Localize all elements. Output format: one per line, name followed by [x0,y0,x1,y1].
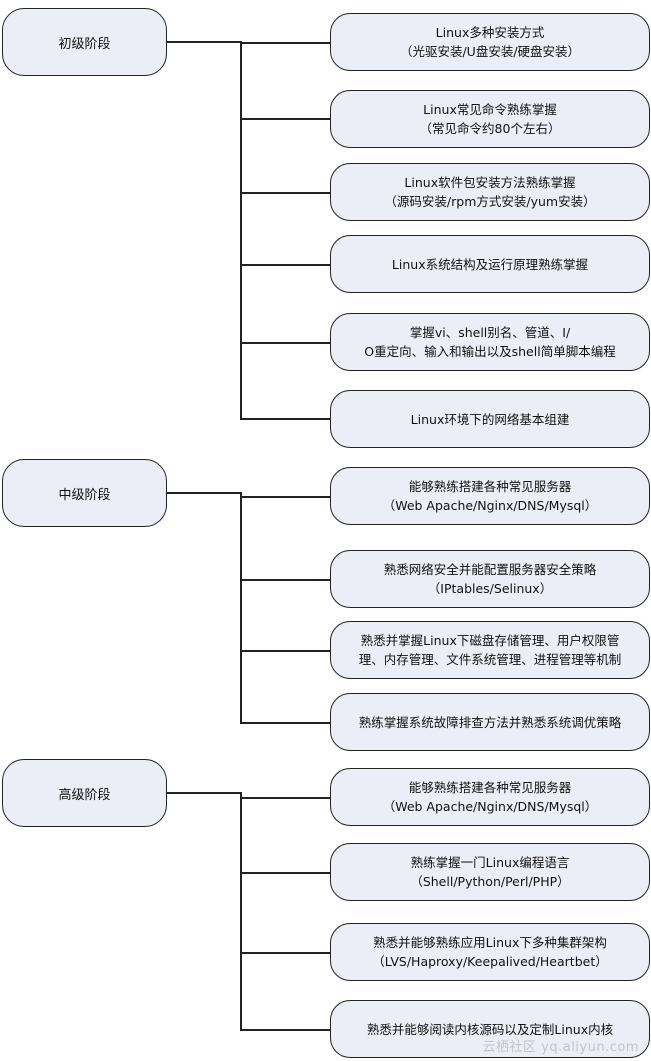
topic-box: 能够熟练搭建各种常见服务器 （Web Apache/Nginx/DNS/Mysq… [330,768,650,826]
stage-label: 初级阶段 [58,36,111,52]
topic-line: 熟悉网络安全并能配置服务器安全策略 [383,562,597,577]
stage-trunk [240,792,242,1030]
topic-line: Linux多种安装方式 [435,25,545,40]
topic-box: 熟悉并能够熟练应用Linux下多种集群架构 （LVS/Haproxy/Keepa… [330,923,650,981]
topic-connector [240,192,330,194]
stage-trunk [240,41,242,419]
topic-line: Linux软件包安装方法熟练掌握 [404,175,576,190]
topic-line: 能够熟练搭建各种常见服务器 [408,780,572,795]
stage-connector [167,492,241,494]
stage-label: 高级阶段 [58,787,111,803]
topic-line: （LVS/Haproxy/Keepalived/Heartbet） [372,954,608,969]
topic-line: （Web Apache/Nginx/DNS/Mysql） [382,799,598,814]
topic-connector [240,1029,330,1031]
topic-box: 熟练掌握系统故障排查方法并熟悉系统调优策略 [330,693,650,751]
stage-box-beginner: 初级阶段 [2,8,167,76]
topic-box: Linux多种安装方式 （光驱安装/U盘安装/硬盘安装） [330,13,650,71]
topic-box: Linux常见命令熟练掌握 （常见命令约80个左右） [330,90,650,148]
topic-connector [240,496,330,498]
topic-connector [240,952,330,954]
topic-connector [240,342,330,344]
topic-connector [240,118,330,120]
topic-connector [240,650,330,652]
topic-line: 熟练掌握系统故障排查方法并熟悉系统调优策略 [358,714,622,730]
topic-line: （光驱安装/U盘安装/硬盘安装） [399,44,581,59]
stage-connector [167,41,241,43]
topic-box: Linux系统结构及运行原理熟练掌握 [330,235,650,293]
topic-connector [240,264,330,266]
topic-line: 理、内存管理、文件系统管理、进程管理等机制 [358,652,622,667]
watermark: 云栖社区 yq.aliyun.com [482,1040,639,1055]
topic-connector [240,579,330,581]
topic-box: Linux环境下的网络基本组建 [330,390,650,448]
topic-box: 熟悉并能够阅读内核源码以及定制Linux内核 [330,1000,650,1058]
topic-line: Linux常见命令熟练掌握 [423,102,557,117]
stage-box-intermediate: 中级阶段 [2,459,167,527]
topic-box: 熟悉并掌握Linux下磁盘存储管理、用户权限管 理、内存管理、文件系统管理、进程… [330,621,650,679]
topic-line: 能够熟练搭建各种常见服务器 [408,479,572,494]
topic-line: 熟悉并掌握Linux下磁盘存储管理、用户权限管 [360,633,620,648]
topic-line: （IPtables/Selinux） [427,581,553,596]
topic-box: 能够熟练搭建各种常见服务器 （Web Apache/Nginx/DNS/Mysq… [330,467,650,525]
topic-line: （Web Apache/Nginx/DNS/Mysql） [382,498,598,513]
topic-connector [240,42,330,44]
topic-line: 熟悉并能够熟练应用Linux下多种集群架构 [373,935,607,950]
topic-box: 熟悉网络安全并能配置服务器安全策略 （IPtables/Selinux） [330,550,650,608]
stage-label: 中级阶段 [58,487,111,503]
topic-box: Linux软件包安装方法熟练掌握 （源码安装/rpm方式安装/yum安装） [330,163,650,221]
topic-line: 掌握vi、shell别名、管道、I/ [409,325,571,340]
topic-line: O重定向、输入和输出以及shell简单脚本编程 [364,344,616,359]
topic-box: 掌握vi、shell别名、管道、I/ O重定向、输入和输出以及shell简单脚本… [330,313,650,371]
topic-line: 熟练掌握一门Linux编程语言 [410,855,570,870]
topic-connector [240,872,330,874]
topic-line: 熟悉并能够阅读内核源码以及定制Linux内核 [366,1021,614,1037]
topic-connector [240,722,330,724]
stage-connector [167,792,241,794]
topic-connector [240,418,330,420]
topic-box: 熟练掌握一门Linux编程语言 （Shell/Python/Perl/PHP） [330,843,650,901]
topic-line: Linux环境下的网络基本组建 [410,411,570,427]
stage-trunk [240,492,242,723]
topic-line: （源码安装/rpm方式安装/yum安装） [384,194,596,209]
topic-line: Linux系统结构及运行原理熟练掌握 [391,256,589,272]
topic-line: （常见命令约80个左右） [419,121,561,136]
topic-connector [240,797,330,799]
topic-line: （Shell/Python/Perl/PHP） [410,874,570,889]
stage-box-advanced: 高级阶段 [2,759,167,827]
